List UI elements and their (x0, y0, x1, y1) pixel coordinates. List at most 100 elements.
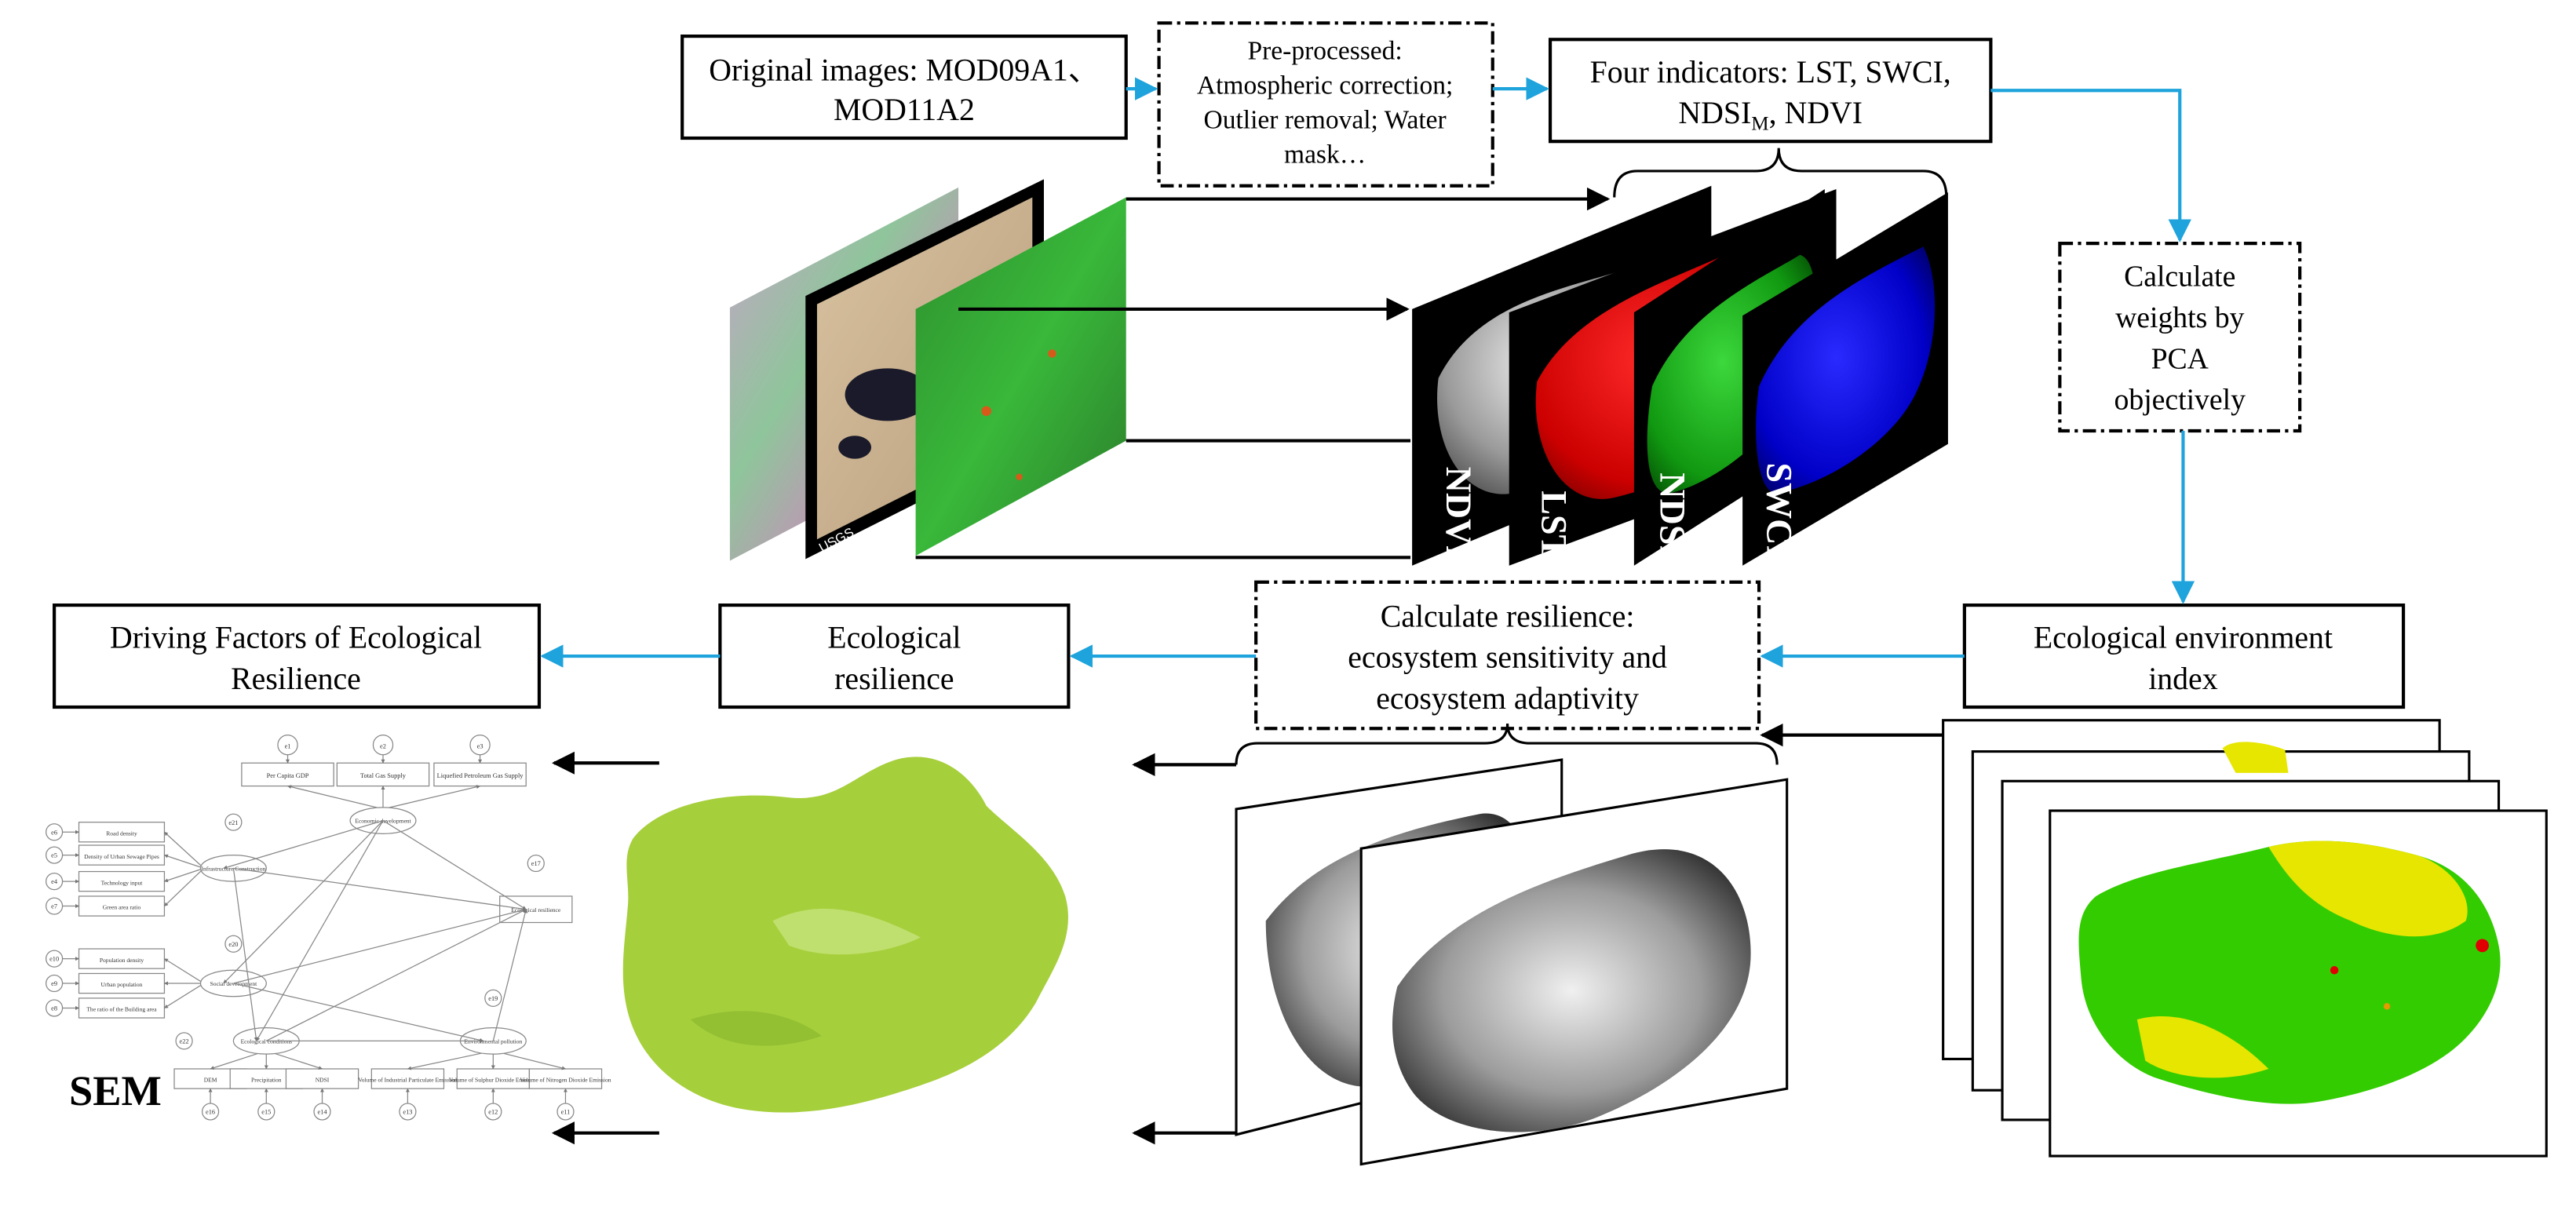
black-connectors (915, 187, 1611, 560)
sem-error-label: e4 (51, 878, 58, 885)
preprocessed-line1: Pre-processed: (1248, 36, 1403, 65)
calc-resilience-line1: Calculate resilience: (1381, 599, 1635, 633)
sem-observed-box (433, 762, 527, 787)
sensitivity-adaptivity-panels (1235, 758, 1789, 1166)
hotspot (981, 406, 991, 417)
satellite-image-3 (915, 197, 1126, 556)
indicators-bracket (1613, 148, 1948, 198)
sem-error-label: e12 (488, 1109, 498, 1116)
sem-error-circle (224, 813, 243, 831)
sem-observed-box (78, 822, 166, 843)
sem-observed-box (241, 762, 334, 787)
sem-observed-label: Population density (100, 957, 144, 964)
sem-path (163, 867, 204, 883)
sem-observed-label: Precipitation (251, 1077, 282, 1084)
preprocessed-line3: Outlier removal; Water (1204, 105, 1447, 134)
sem-observed-label: The ratio of the Building area (86, 1006, 157, 1013)
blue-arrows (540, 77, 2195, 668)
pca-weights-line1: Calculate (2124, 261, 2235, 294)
sem-error-circle (484, 989, 502, 1007)
sem-error-label: e22 (180, 1038, 189, 1045)
sem-error-label: e2 (380, 742, 386, 749)
sem-path (492, 909, 527, 1041)
four-indicators-line1: Four indicators: LST, SWCI, (1590, 55, 1951, 89)
sem-path (223, 819, 384, 870)
lst-label: LST (1534, 490, 1574, 559)
preprocessed-line4: mask… (1284, 140, 1366, 169)
pca-weights-line3: PCA (2151, 342, 2209, 375)
sem-path (493, 1050, 566, 1070)
eei-box: Ecological environment index (1962, 604, 2406, 709)
driving-factors-line2: Resilience (231, 662, 361, 696)
sem-observed-label: Total Gas Supply (360, 772, 407, 779)
sem-observed-label: Road density (106, 830, 137, 837)
sem-error-label: e19 (488, 995, 498, 1002)
sem-error-circle (175, 1032, 193, 1050)
sem-path (164, 983, 205, 1008)
sem-observed-box (285, 1068, 359, 1089)
ndsi-label: NDSI (1652, 472, 1692, 559)
hotspot (1016, 473, 1023, 480)
four-indicators-line2: NDSIM, NDVI (1678, 96, 1863, 134)
sem-latent-ellipse (349, 807, 417, 834)
sem-error-label: e3 (477, 742, 483, 749)
swci-layer: SWCI (1742, 192, 1948, 566)
original-images-box: Original images: MOD09A1、 MOD11A2 (680, 35, 1128, 140)
sem-observed-label: Technology input (101, 879, 144, 886)
sem-path (232, 868, 258, 1041)
sem-observed-label: Volume of Nitrogen Dioxide Emission (520, 1077, 611, 1084)
sem-error-label: e1 (285, 742, 291, 749)
sem-observed-box (456, 1068, 531, 1089)
sem-error-label: e7 (51, 903, 57, 910)
black-left-arrows (551, 751, 1237, 1145)
sem-error-circle (224, 935, 243, 953)
original-images-line2: MOD11A2 (834, 93, 975, 127)
sem-error-label: e11 (561, 1109, 571, 1116)
sem-error-label: e14 (317, 1109, 327, 1116)
sem-path (233, 983, 484, 1042)
driving-factors-box: Driving Factors of Ecological Resilience (53, 604, 542, 709)
sem-label: SEM (69, 1067, 162, 1114)
calculate-resilience-box: Calculate resilience: ecosystem sensitiv… (1254, 580, 1761, 731)
sem-path (266, 909, 527, 1041)
sem-latent-label: Environmental pollution (464, 1038, 522, 1045)
lake-shape (845, 368, 931, 421)
calc-resilience-line3: ecosystem adaptivity (1376, 681, 1639, 716)
indicator-layer-stack: NDVI LST NDSI SWCI (1412, 185, 1948, 566)
sem-error-circle (527, 854, 545, 873)
sem-path (233, 867, 527, 911)
calc-resilience-line2: ecosystem sensitivity and (1348, 640, 1667, 675)
preprocessed-box: Pre-processed: Atmospheric correction; O… (1157, 21, 1494, 188)
sem-path (382, 820, 527, 910)
ndvi-label: NDVI (1439, 467, 1479, 560)
sem-observed-label: Liquefied Petroleum Gas Supply (437, 772, 524, 779)
sem-error-label: e17 (531, 860, 541, 867)
sem-error-label: e15 (261, 1109, 271, 1116)
sem-error-label: e21 (228, 819, 238, 826)
calc-resilience-bracket (1235, 723, 1779, 765)
sem-latent-label: Ecological conditions (241, 1038, 293, 1045)
lake-shape-small (838, 436, 872, 459)
hotspot (1048, 349, 1056, 358)
four-indicators-box: Four indicators: LST, SWCI, NDSIM, NDVI (1548, 38, 1993, 144)
sem-path (164, 831, 205, 869)
sem-error-label: e6 (51, 829, 57, 836)
sem-error-label: e20 (228, 941, 238, 948)
sem-path (164, 867, 205, 907)
sem-path (382, 785, 481, 810)
satellite-image-stack: USGS (729, 179, 1126, 561)
sem-observed-label: Volume of Sulphur Dioxide Emission (449, 1077, 538, 1084)
eei-line2: index (2148, 662, 2217, 696)
sem-path (256, 820, 384, 1041)
eco-resilience-line2: resilience (834, 662, 954, 696)
sem-observed-box (78, 972, 166, 994)
sem-path (164, 958, 205, 984)
eco-resilience-line1: Ecological (827, 621, 961, 655)
sem-observed-box (370, 1068, 445, 1089)
pca-weights-line2: weights by (2115, 301, 2244, 334)
pca-weights-line4: objectively (2114, 384, 2246, 417)
sem-path (233, 908, 527, 984)
sem-error-label: e10 (49, 956, 59, 963)
sem-path (407, 1050, 494, 1070)
